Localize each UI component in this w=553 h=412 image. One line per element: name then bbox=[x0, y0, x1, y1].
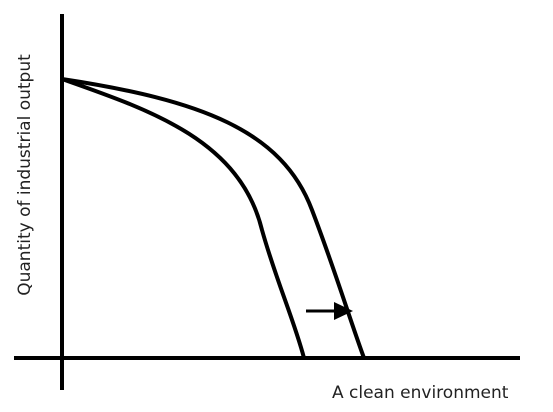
original-frontier-curve bbox=[61, 77, 306, 359]
x-axis-label: A clean environment bbox=[332, 383, 509, 403]
arrow-head-icon bbox=[334, 302, 353, 320]
rightward-shift-arrow bbox=[306, 302, 353, 320]
y-axis-label: Quantity of industrial output bbox=[15, 54, 35, 296]
shifted-frontier-curve bbox=[61, 77, 366, 359]
